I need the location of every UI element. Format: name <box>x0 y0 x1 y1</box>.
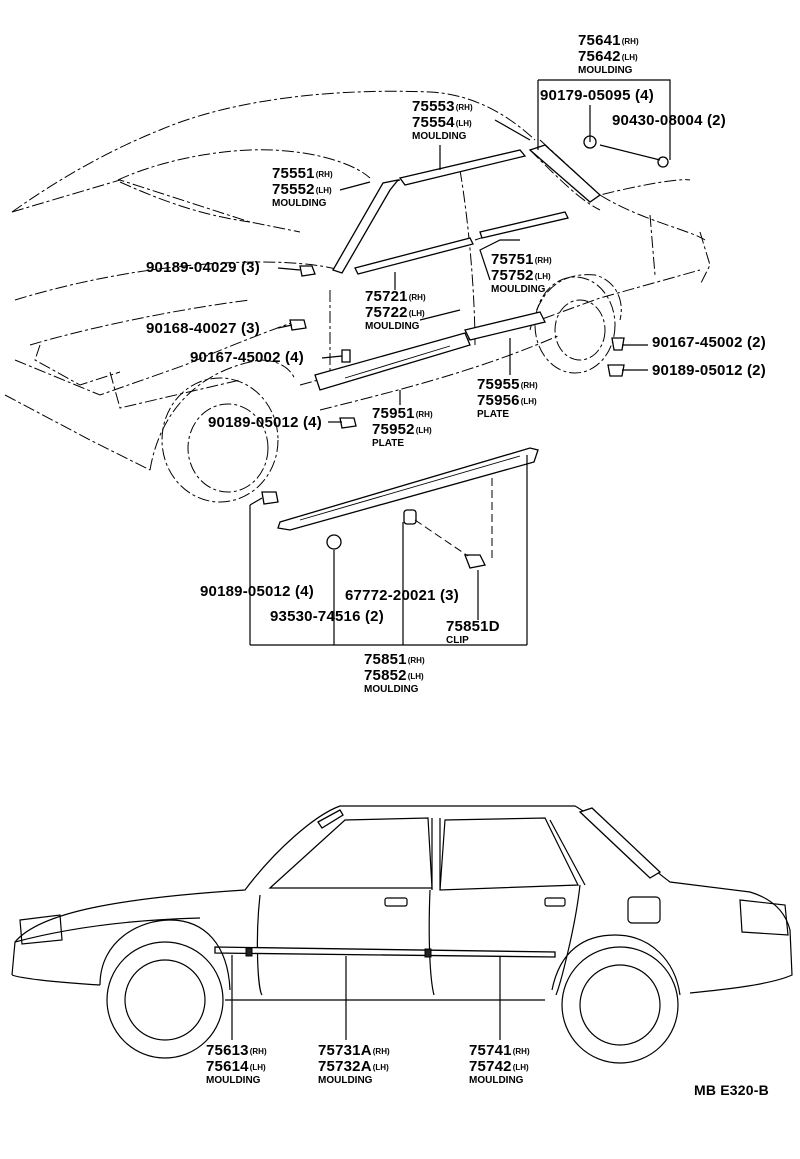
part-name: MOULDING <box>272 198 327 209</box>
lh-suffix: (LH) <box>512 1063 529 1072</box>
part-label-75551[interactable]: 75551(RH) 75552(LH) MOULDING <box>272 166 333 209</box>
rh-suffix: (RH) <box>408 293 426 302</box>
lh-suffix: (LH) <box>415 426 432 435</box>
rh-suffix: (RH) <box>512 1047 530 1056</box>
part-label-90430-08004[interactable]: 90430-08004 (2) <box>612 112 726 129</box>
part-number-rh: 75741 <box>469 1042 512 1059</box>
part-label-67772-20021[interactable]: 67772-20021 (3) <box>345 587 459 604</box>
rh-suffix: (RH) <box>520 381 538 390</box>
rh-suffix: (RH) <box>455 103 473 112</box>
rh-suffix: (RH) <box>372 1047 390 1056</box>
part-name: MOULDING <box>364 684 419 695</box>
part-name: MOULDING <box>578 65 633 76</box>
part-name: MOULDING <box>412 131 467 142</box>
lh-suffix: (LH) <box>455 119 472 128</box>
part-number-rh: 75951 <box>372 405 415 422</box>
top-mouldings <box>261 135 669 569</box>
part-label-75641[interactable]: 75641(RH) 75642(LH) MOULDING <box>578 33 639 76</box>
part-name: CLIP <box>446 635 469 646</box>
part-number-lh: 75742 <box>469 1058 512 1075</box>
part-number-rh: 75721 <box>365 288 408 305</box>
part-number-rh: 75731A <box>318 1042 372 1059</box>
part-label-90167-45002-rear[interactable]: 90167-45002 (2) <box>652 334 766 351</box>
part-number-rh: 75641 <box>578 32 621 49</box>
part-number-rh: 75851 <box>364 651 407 668</box>
part-number-rh: 75551 <box>272 165 315 182</box>
rh-suffix: (RH) <box>534 256 552 265</box>
part-number-rh: 75955 <box>477 376 520 393</box>
part-name: PLATE <box>372 438 405 449</box>
top-car-body <box>4 90 711 503</box>
part-number: 75851D <box>446 618 500 635</box>
part-number-lh: 75852 <box>364 667 407 684</box>
lh-suffix: (LH) <box>249 1063 266 1072</box>
part-name: MOULDING <box>318 1075 373 1086</box>
rh-suffix: (RH) <box>415 410 433 419</box>
lh-suffix: (LH) <box>407 672 424 681</box>
part-name: MOULDING <box>206 1075 261 1086</box>
part-number-rh: 75613 <box>206 1042 249 1059</box>
lh-suffix: (LH) <box>408 309 425 318</box>
part-label-75951[interactable]: 75951(RH) 75952(LH) PLATE <box>372 406 433 449</box>
lh-suffix: (LH) <box>520 397 537 406</box>
top-leader-lines <box>249 79 671 646</box>
part-label-90167-45002-front[interactable]: 90167-45002 (4) <box>190 349 304 366</box>
rh-suffix: (RH) <box>249 1047 267 1056</box>
part-number-lh: 75752 <box>491 267 534 284</box>
part-label-90189-05012-moulding[interactable]: 90189-05012 (4) <box>200 583 314 600</box>
part-label-75721[interactable]: 75721(RH) 75722(LH) MOULDING <box>365 289 426 332</box>
lh-suffix: (LH) <box>621 53 638 62</box>
part-number-lh: 75642 <box>578 48 621 65</box>
part-name: MOULDING <box>491 284 546 295</box>
part-number-rh: 75553 <box>412 98 455 115</box>
part-label-90168-40027[interactable]: 90168-40027 (3) <box>146 320 260 337</box>
lh-suffix: (LH) <box>372 1063 389 1072</box>
part-name: PLATE <box>477 409 510 420</box>
part-label-75751[interactable]: 75751(RH) 75752(LH) MOULDING <box>491 252 552 295</box>
part-label-75955[interactable]: 75955(RH) 75956(LH) PLATE <box>477 377 538 420</box>
part-label-90189-05012-front[interactable]: 90189-05012 (4) <box>208 414 322 431</box>
lh-suffix: (LH) <box>315 186 332 195</box>
part-label-75741[interactable]: 75741(RH) 75742(LH) MOULDING <box>469 1043 530 1086</box>
part-number-lh: 75554 <box>412 114 455 131</box>
part-label-90179-05095[interactable]: 90179-05095 (4) <box>540 87 654 104</box>
bottom-car-body <box>11 805 793 1064</box>
part-label-93530-74516[interactable]: 93530-74516 (2) <box>270 608 384 625</box>
rh-suffix: (RH) <box>315 170 333 179</box>
part-label-90189-05012-rear[interactable]: 90189-05012 (2) <box>652 362 766 379</box>
part-label-75851d[interactable]: 75851D CLIP <box>446 619 500 646</box>
diagram-code: MB E320-B <box>694 1082 769 1098</box>
part-name: MOULDING <box>365 321 420 332</box>
part-number-lh: 75956 <box>477 392 520 409</box>
part-label-90189-04029[interactable]: 90189-04029 (3) <box>146 259 260 276</box>
part-label-75731a[interactable]: 75731A(RH) 75732A(LH) MOULDING <box>318 1043 390 1086</box>
part-label-75851[interactable]: 75851(RH) 75852(LH) MOULDING <box>364 652 425 695</box>
part-label-75553[interactable]: 75553(RH) 75554(LH) MOULDING <box>412 99 473 142</box>
lh-suffix: (LH) <box>534 272 551 281</box>
part-name: MOULDING <box>469 1075 524 1086</box>
part-number-lh: 75614 <box>206 1058 249 1075</box>
rh-suffix: (RH) <box>407 656 425 665</box>
part-number-rh: 75751 <box>491 251 534 268</box>
part-number-lh: 75552 <box>272 181 315 198</box>
part-label-75613[interactable]: 75613(RH) 75614(LH) MOULDING <box>206 1043 267 1086</box>
part-number-lh: 75722 <box>365 304 408 321</box>
part-number-lh: 75732A <box>318 1058 372 1075</box>
part-number-lh: 75952 <box>372 421 415 438</box>
bottom-leader-lines <box>231 955 501 1040</box>
rh-suffix: (RH) <box>621 37 639 46</box>
